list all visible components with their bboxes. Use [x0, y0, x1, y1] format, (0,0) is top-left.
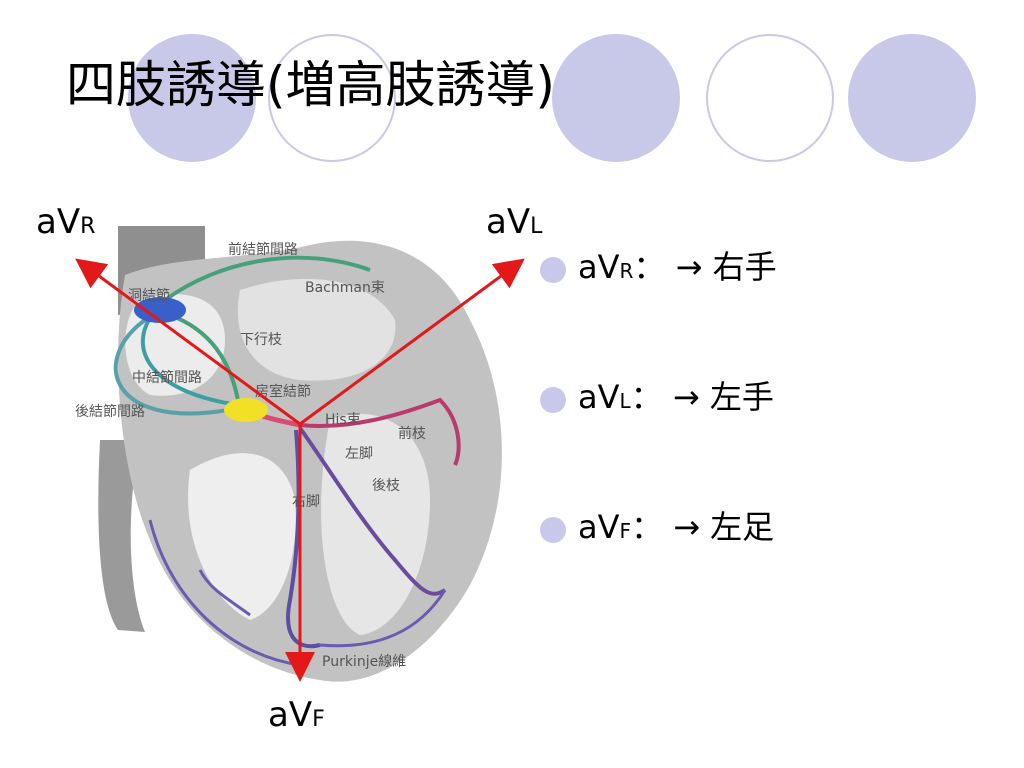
- avl-vector-arrow: [299, 258, 525, 426]
- lead-label-avr-sub: R: [80, 214, 96, 239]
- bullet-text: aVL： → 左手: [578, 378, 774, 416]
- bachmann-bundle-path: [163, 255, 371, 302]
- heart-chamber-right-ventricle: [188, 453, 296, 620]
- decor-circle-4: [706, 34, 834, 162]
- av-node: [224, 398, 268, 422]
- internodal-path-middle: [140, 316, 233, 406]
- label-middle-internodal: 中結節間路: [132, 369, 202, 386]
- heart-vessel-left: [98, 440, 145, 632]
- label-bachmann: Bachman束: [305, 280, 385, 296]
- lead-label-avl-main: aV: [486, 202, 531, 242]
- label-left-bundle: 左脚: [345, 446, 373, 462]
- bullet-text: aVF： → 左足: [578, 508, 775, 546]
- label-sinus-node: 洞結節: [128, 287, 170, 304]
- bullet-item-avf: aVF： → 左足: [540, 508, 1010, 638]
- bullet-dot-icon: [540, 257, 566, 283]
- lead-label-avl-sub: L: [530, 214, 543, 239]
- lead-label-avr: aVR: [36, 205, 95, 239]
- label-anterior-internodal: 前結節間路: [228, 241, 298, 258]
- lead-label-avf: aVF: [268, 698, 325, 732]
- label-right-bundle: 右脚: [292, 494, 320, 510]
- lead-label-avf-sub: F: [312, 707, 325, 732]
- lead-label-avl: aVL: [486, 205, 542, 239]
- bullet-text: aVR： → 右手: [578, 248, 777, 286]
- bullet-item-avl: aVL： → 左手: [540, 378, 1010, 508]
- left-anterior-fascicle-path: [299, 397, 461, 466]
- internodal-path-posterior: [113, 318, 229, 416]
- label-purkinje: Purkinje線維: [322, 654, 406, 670]
- label-av-node: 房室結節: [255, 383, 311, 400]
- decor-circle-5: [848, 34, 976, 162]
- bullet-dot-icon: [540, 517, 566, 543]
- label-posterior-fascicle: 後枝: [372, 478, 400, 494]
- bullet-dot-icon: [540, 387, 566, 413]
- lead-label-avr-main: aV: [36, 202, 81, 242]
- bullet-item-avr: aVR： → 右手: [540, 248, 1010, 378]
- slide-title: 四肢誘導(増高肢誘導): [66, 56, 556, 114]
- decor-circle-2: [268, 34, 396, 162]
- heart-chamber-left-atrium: [237, 278, 396, 381]
- decor-circle-1: [128, 34, 256, 162]
- label-descending-branch: 下行枝: [240, 332, 282, 348]
- purkinje-fiber-path-right: [148, 519, 301, 667]
- purkinje-fiber-path: [198, 569, 447, 648]
- lead-label-avf-main: aV: [268, 695, 313, 735]
- internodal-path-anterior: [169, 313, 240, 401]
- bullet-list: aVR： → 右手 aVL： → 左手 aVF： → 左足: [540, 248, 1010, 638]
- left-posterior-fascicle-path: [298, 426, 447, 596]
- avr-vector-arrow: [75, 258, 301, 426]
- heart-chamber-left-ventricle: [321, 413, 430, 635]
- sinus-node: [134, 297, 186, 323]
- label-posterior-internodal: 後結節間路: [75, 403, 145, 420]
- decor-circle-3: [552, 34, 680, 162]
- label-anterior-fascicle: 前枝: [398, 425, 426, 442]
- label-his-bundle: His束: [325, 412, 361, 428]
